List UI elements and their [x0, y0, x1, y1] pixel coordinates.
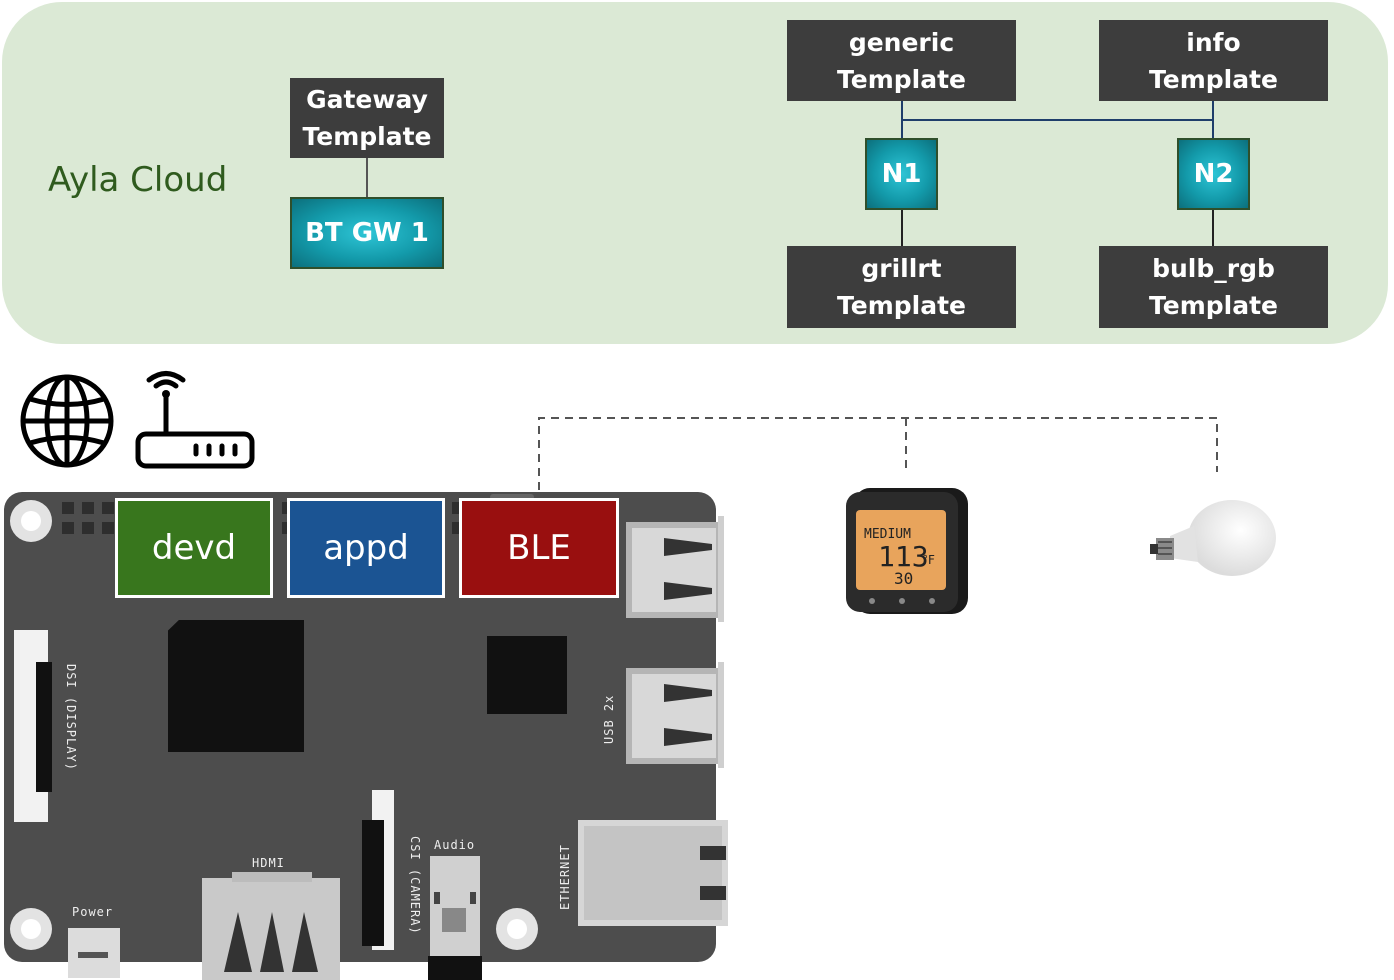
thermometer-secondary: 30	[894, 569, 913, 588]
gateway-template: Gateway Template	[290, 78, 444, 158]
generic-template-line2: Template	[837, 64, 966, 94]
mounting-hole	[10, 908, 52, 950]
csi-label: CSI (CAMERA)	[408, 836, 422, 935]
grillrt-template-line2: Template	[837, 291, 966, 320]
dsi-label: DSI (DISPLAY)	[64, 664, 78, 771]
thermometer-temp: 113	[878, 540, 929, 573]
thermometer-mode: MEDIUM	[864, 527, 911, 542]
light-bulb-icon	[1150, 500, 1276, 576]
globe-icon	[20, 374, 114, 468]
cloud-label: Ayla Cloud	[48, 160, 228, 200]
mounting-hole	[10, 500, 52, 542]
cloud-connectors	[366, 100, 1214, 246]
generic-template-line1: generic	[848, 27, 955, 57]
gateway-template-line2: Template	[302, 122, 432, 151]
usb-ports	[626, 516, 724, 768]
gateway-template-line1: Gateway	[306, 85, 428, 114]
controller-chip	[487, 636, 567, 714]
gateway-node: BT GW 1	[290, 197, 444, 269]
grillrt-template-line1: grillrt	[861, 254, 942, 283]
grillrt-template: grillrt Template	[787, 246, 1016, 328]
usb-label: USB 2x	[602, 694, 616, 744]
power-port	[68, 928, 120, 978]
hdmi-port	[202, 872, 340, 980]
devd-service: devd	[115, 498, 273, 598]
ethernet-label: ETHERNET	[558, 844, 572, 910]
soc-chip	[168, 620, 304, 752]
node-n2: N2	[1177, 138, 1250, 210]
mounting-hole	[496, 908, 538, 950]
thermometer-device-icon: MEDIUM 113 °F 30	[846, 488, 968, 614]
info-template: info Template	[1099, 20, 1328, 101]
bulb-rgb-template-line1: bulb_rgb	[1152, 254, 1275, 283]
hdmi-label: HDMI	[252, 856, 285, 870]
generic-template: generic Template	[787, 20, 1016, 101]
ble-connection-lines	[538, 417, 1218, 490]
info-template-line2: Template	[1149, 64, 1278, 94]
bulb-rgb-template: bulb_rgb Template	[1099, 246, 1328, 328]
audio-jack	[428, 856, 482, 980]
csi-slot	[362, 820, 384, 946]
node-n1: N1	[865, 138, 938, 210]
audio-label: Audio	[434, 838, 476, 852]
ble-service: BLE	[459, 498, 619, 598]
board-notch	[490, 494, 534, 500]
dsi-slot	[36, 662, 52, 792]
router-icon	[135, 371, 255, 469]
bulb-rgb-template-line2: Template	[1149, 291, 1278, 320]
ethernet-port	[578, 820, 728, 926]
thermometer-unit: °F	[922, 553, 935, 567]
info-template-line1: info	[1186, 27, 1241, 57]
appd-service: appd	[287, 498, 445, 598]
power-label: Power	[72, 905, 114, 919]
